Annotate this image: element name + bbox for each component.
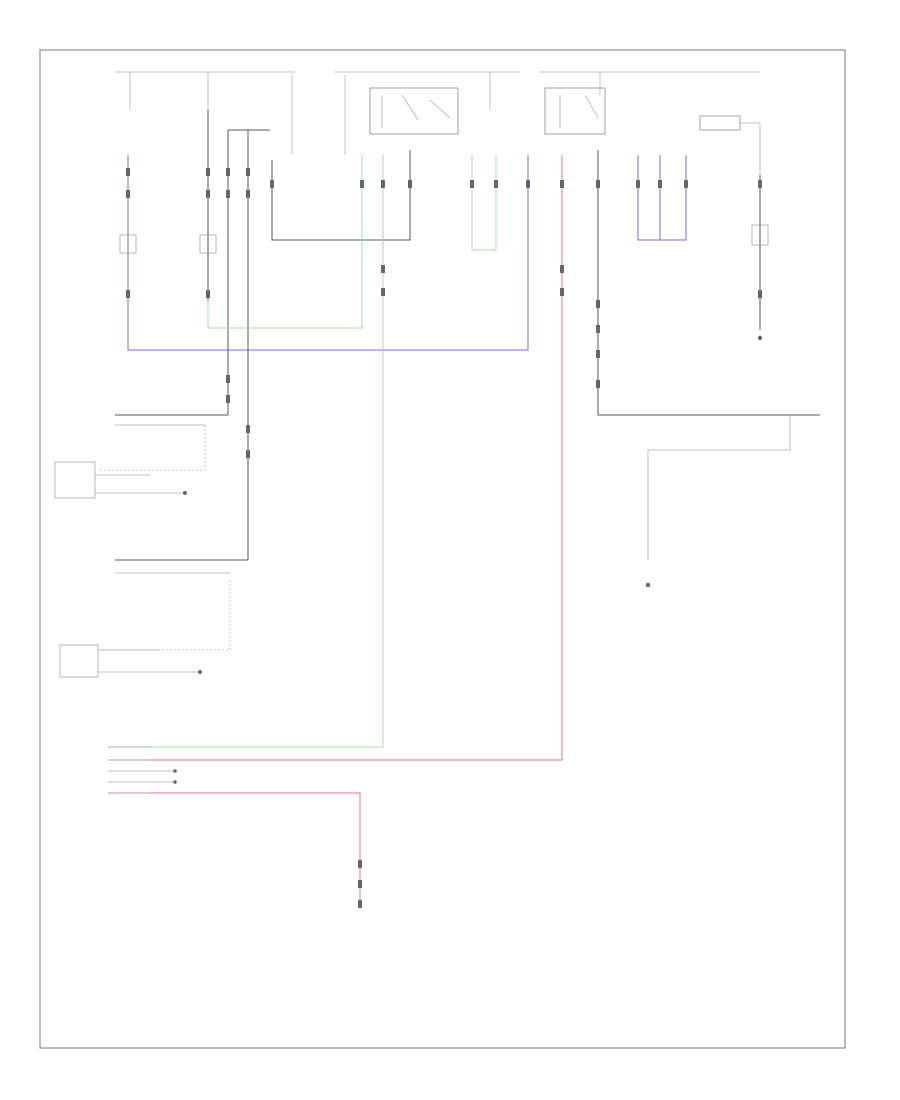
left-harness-block-1 xyxy=(54,424,206,499)
fuse-box-right xyxy=(699,115,761,175)
connector-marks xyxy=(126,168,762,908)
relay-box-center xyxy=(369,87,459,135)
left-harness-block-2 xyxy=(59,572,231,678)
green-wires xyxy=(108,155,497,748)
black-wires-top xyxy=(115,110,820,561)
top-power-bus xyxy=(115,71,760,155)
blue-wires xyxy=(127,155,687,351)
bottom-connector-rows xyxy=(108,746,177,794)
red-wires xyxy=(108,155,563,905)
relay-box-right xyxy=(544,87,606,135)
diagram-frame xyxy=(39,49,846,1049)
right-lower-harness xyxy=(645,335,791,588)
component-left-sensor xyxy=(119,224,769,254)
